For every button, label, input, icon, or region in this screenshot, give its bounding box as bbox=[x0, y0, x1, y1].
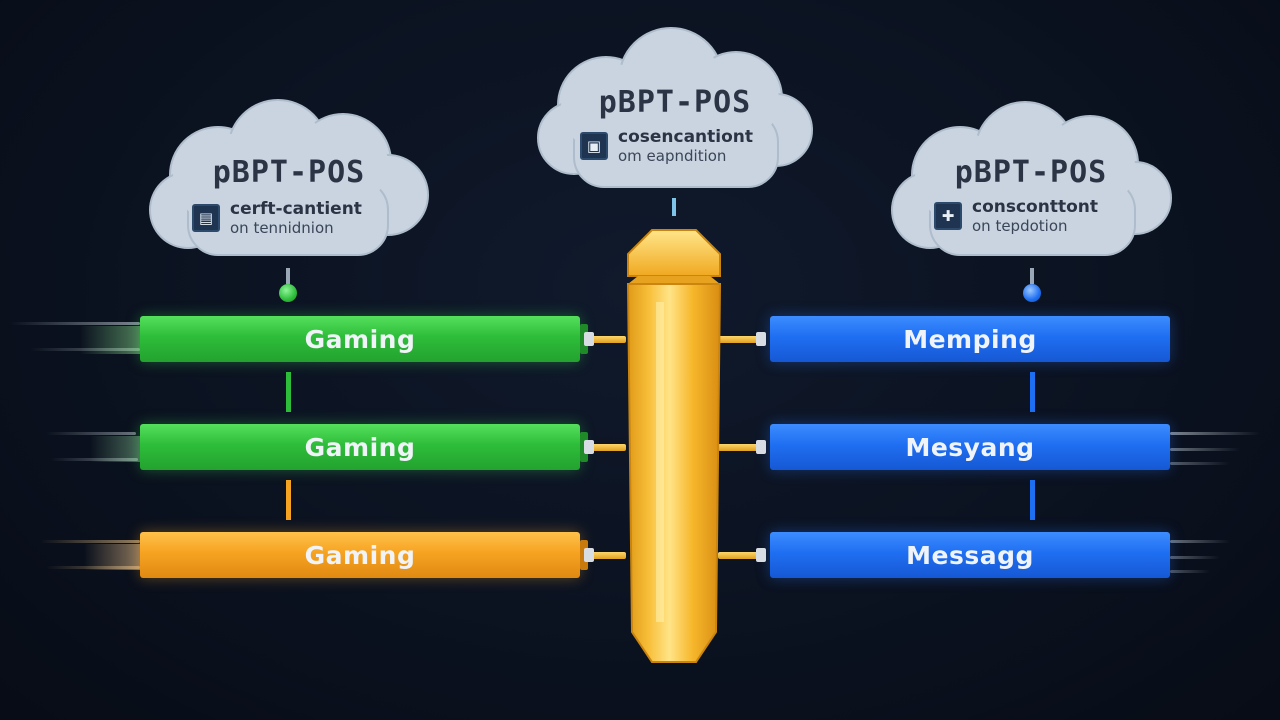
window-icon: ▣ bbox=[580, 132, 608, 161]
trail-right-3b bbox=[1170, 556, 1220, 559]
cloud-center-shape bbox=[537, 27, 813, 188]
trail-left-2-blur bbox=[90, 436, 146, 462]
plus-icon: ✚ bbox=[934, 202, 962, 231]
cloud-center-row: ▣ cosencantiont om eapndition bbox=[580, 127, 754, 165]
chart-icon: ▤ bbox=[192, 204, 220, 233]
pipe-right-2 bbox=[718, 444, 762, 451]
cloud-right-shape bbox=[891, 101, 1172, 256]
cloud-right: pBPT-POS ✚ consconttont on tepdotion bbox=[890, 100, 1172, 270]
pipe-left-1-end bbox=[584, 332, 594, 346]
trail-left-3a bbox=[40, 540, 140, 543]
right-bar-3[interactable]: Messagg bbox=[770, 532, 1170, 578]
pipe-right-3 bbox=[718, 552, 762, 559]
pipe-right-1-end bbox=[756, 332, 766, 346]
left-bar-2[interactable]: Gaming bbox=[140, 424, 588, 470]
right-bar-2-label: Mesyang bbox=[905, 432, 1035, 462]
cloud-left-stem bbox=[286, 268, 290, 284]
pipe-left-3-end bbox=[584, 548, 594, 562]
pipe-left-2-end bbox=[584, 440, 594, 454]
cloud-left-title: pBPT-POS bbox=[212, 155, 366, 190]
cloud-right-node bbox=[1023, 284, 1041, 302]
cloud-center: pBPT-POS ▣ cosencantiont om eapndition bbox=[536, 27, 814, 200]
connector-left-1 bbox=[286, 372, 291, 412]
pipe-right-1 bbox=[718, 336, 762, 343]
cloud-center-title: pBPT-POS bbox=[598, 85, 752, 120]
trail-left-1-blur bbox=[80, 326, 150, 354]
right-bar-1[interactable]: Memping bbox=[770, 316, 1170, 362]
pipe-left-2 bbox=[590, 444, 626, 451]
left-bar-3[interactable]: Gaming bbox=[140, 532, 588, 578]
left-bar-3-label: Gaming bbox=[304, 540, 416, 570]
cloud-right-row: ✚ consconttont on tepdotion bbox=[934, 197, 1098, 235]
left-bar-1-label: Gaming bbox=[304, 324, 416, 354]
trail-right-2c bbox=[1170, 462, 1230, 465]
pipe-left-1 bbox=[590, 336, 626, 343]
cloud-center-stem bbox=[672, 198, 676, 216]
trail-left-2b bbox=[50, 458, 138, 461]
cloud-center-line1: cosencantiont bbox=[618, 127, 754, 147]
cloud-left-node bbox=[279, 284, 297, 302]
cloud-right-stem bbox=[1030, 268, 1034, 284]
cloud-left-row: ▤ cerft-cantient on tennidnion bbox=[192, 199, 362, 237]
pipe-right-2-end bbox=[756, 440, 766, 454]
cloud-left: pBPT-POS ▤ cerft-cantient on tennidnion bbox=[148, 99, 430, 270]
connector-right-2 bbox=[1030, 480, 1035, 520]
cloud-right-title: pBPT-POS bbox=[954, 155, 1108, 190]
trail-right-2a bbox=[1170, 432, 1260, 435]
connector-left-2 bbox=[286, 480, 291, 520]
central-pillar bbox=[626, 229, 722, 663]
trail-left-2a bbox=[46, 432, 136, 435]
cloud-right-line2: on tepdotion bbox=[972, 216, 1068, 235]
trail-right-2b bbox=[1170, 448, 1240, 451]
cloud-center-line2: om eapndition bbox=[618, 146, 727, 165]
connector-right-1 bbox=[1030, 372, 1035, 412]
right-bar-3-label: Messagg bbox=[906, 540, 1034, 570]
right-bar-1-label: Memping bbox=[903, 324, 1037, 354]
cloud-right-line1: consconttont bbox=[972, 197, 1098, 217]
right-bar-2[interactable]: Mesyang bbox=[770, 424, 1170, 470]
pipe-right-3-end bbox=[756, 548, 766, 562]
pipe-left-3 bbox=[590, 552, 626, 559]
trail-left-1a bbox=[10, 322, 140, 325]
cloud-left-line1: cerft-cantient bbox=[230, 199, 362, 219]
cloud-left-line2: on tennidnion bbox=[230, 218, 334, 237]
left-bar-1[interactable]: Gaming bbox=[140, 316, 588, 362]
trail-right-3a bbox=[1170, 540, 1230, 543]
left-bar-2-label: Gaming bbox=[304, 432, 416, 462]
trail-left-3-blur bbox=[84, 544, 150, 570]
trail-right-3c bbox=[1170, 570, 1210, 573]
